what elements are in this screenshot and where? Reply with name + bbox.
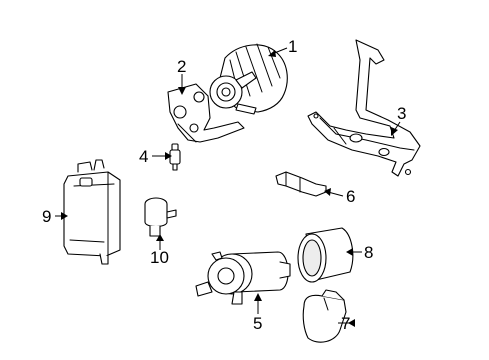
callout-4: 4 bbox=[139, 147, 148, 166]
callout-9: 9 bbox=[42, 207, 51, 226]
part-cover[interactable] bbox=[297, 227, 354, 283]
callout-6: 6 bbox=[346, 187, 355, 206]
callout-7: 7 bbox=[341, 314, 350, 333]
callout-1: 1 bbox=[288, 37, 297, 56]
callout-3: 3 bbox=[397, 104, 406, 123]
callout-5: 5 bbox=[253, 314, 262, 333]
callout-10: 10 bbox=[150, 248, 169, 267]
leader-lines bbox=[55, 47, 401, 327]
part-bracket-plate[interactable] bbox=[275, 171, 327, 197]
part-shield[interactable] bbox=[302, 289, 347, 343]
part-purge-valve[interactable] bbox=[144, 197, 177, 237]
part-alternator[interactable] bbox=[209, 43, 288, 115]
callout-8: 8 bbox=[364, 243, 373, 262]
part-valve-small[interactable] bbox=[169, 143, 181, 171]
part-vapor-canister[interactable] bbox=[63, 159, 121, 265]
part-pump[interactable] bbox=[195, 251, 291, 305]
callout-labels: 1 2 3 4 5 6 7 8 9 10 bbox=[42, 37, 406, 333]
part-alternator-bracket[interactable] bbox=[167, 83, 245, 143]
callout-2: 2 bbox=[177, 57, 186, 76]
